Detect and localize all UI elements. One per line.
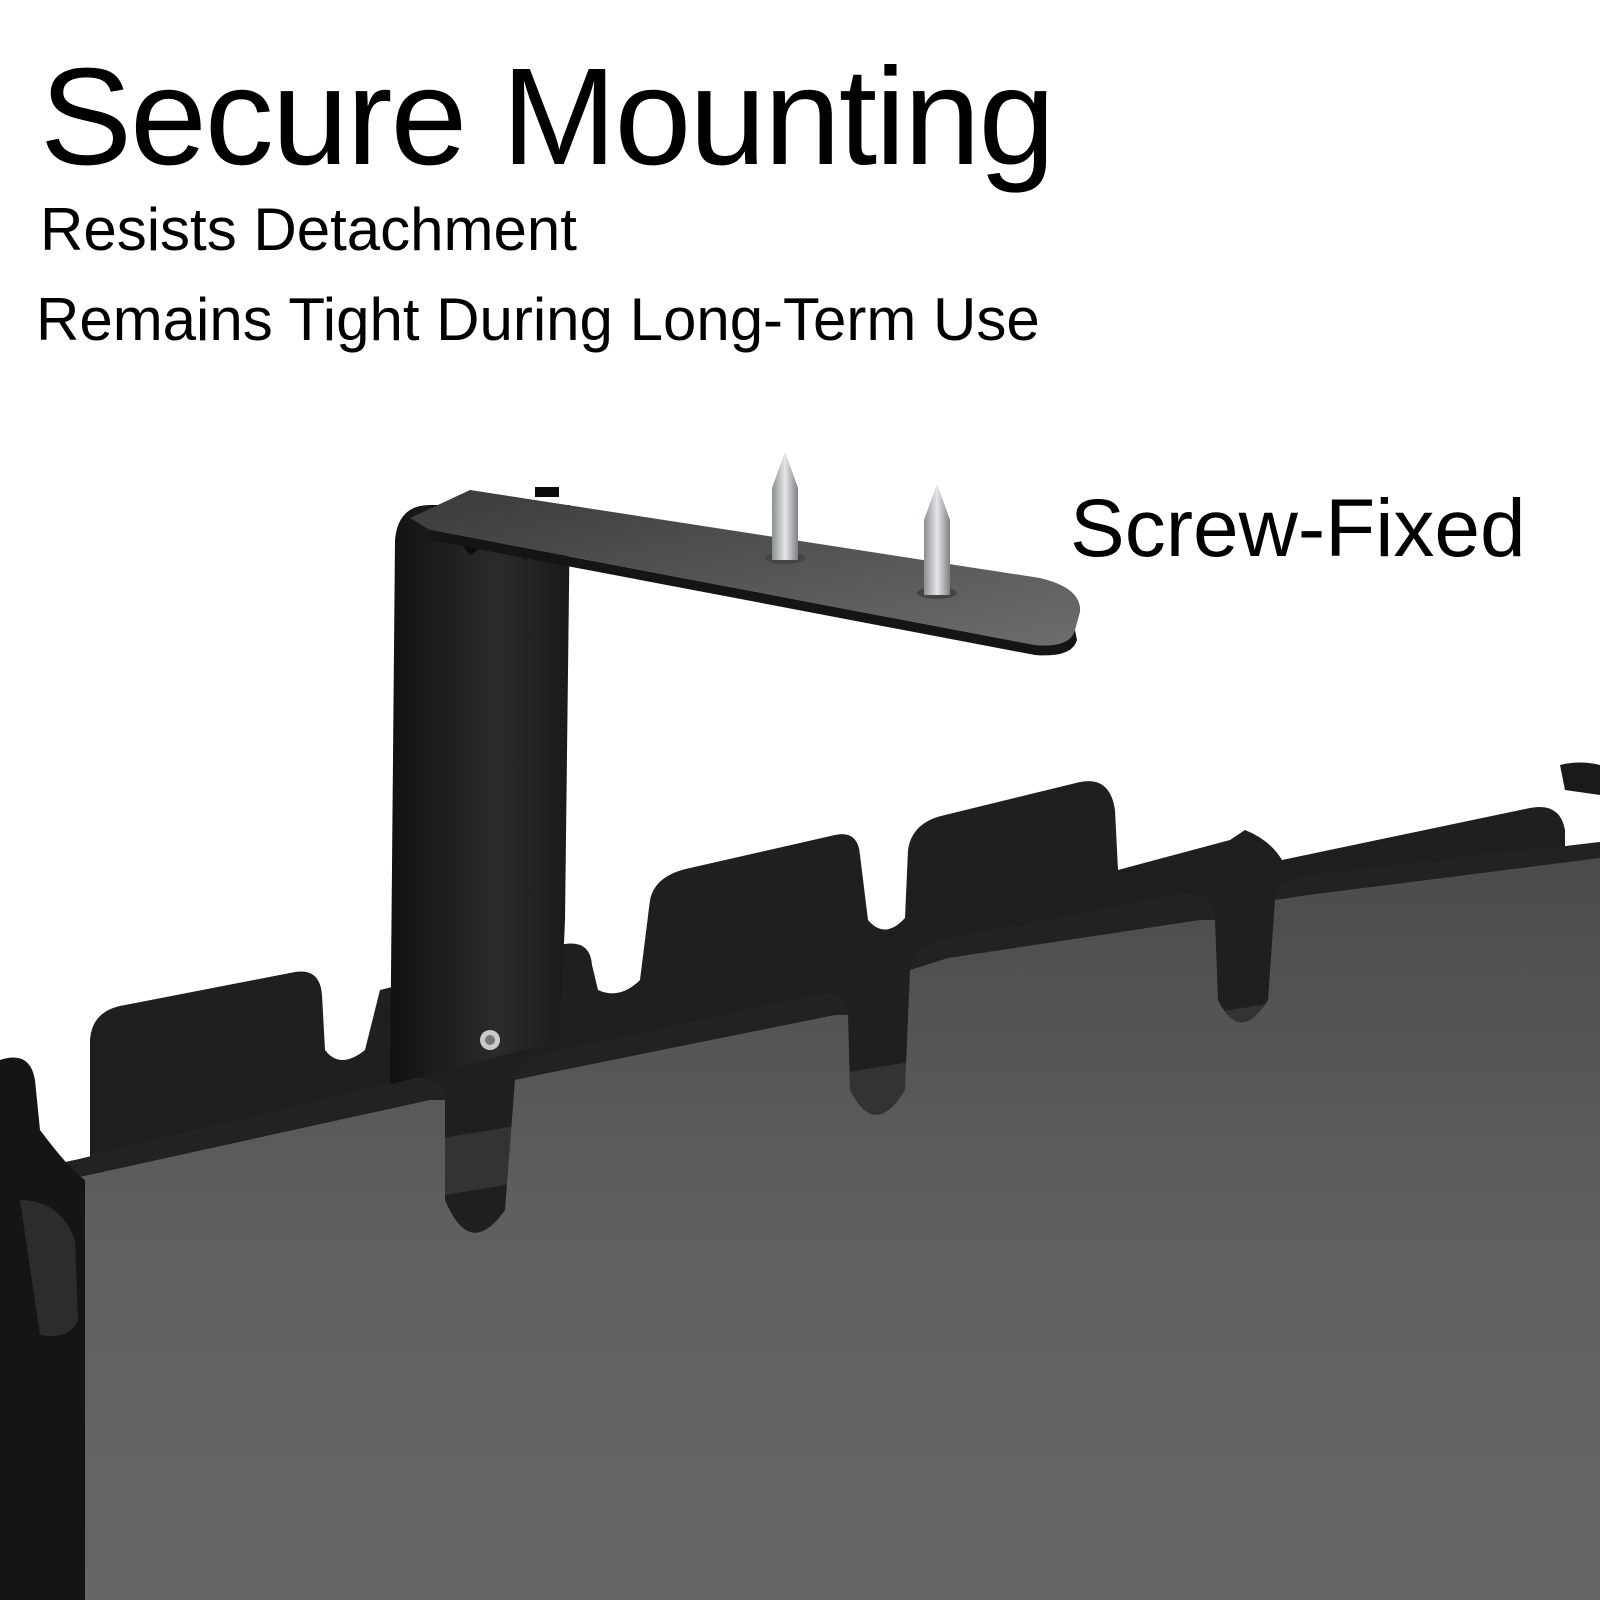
- screw-fixed-callout: Screw-Fixed: [1070, 483, 1526, 574]
- screw-left: [765, 452, 805, 564]
- feature-resists-detachment: Resists Detachment: [40, 196, 577, 263]
- tray-left-end: [0, 1057, 85, 1600]
- feature-remains-tight: Remains Tight During Long-Term Use: [36, 286, 1040, 353]
- headline: Secure Mounting: [40, 40, 1055, 194]
- tray-front-face: [40, 842, 1600, 1600]
- mounting-bracket: [390, 487, 570, 1085]
- screw-right: [917, 484, 957, 599]
- top-mounting-plate: [410, 490, 1081, 656]
- tray-right-tab: [1560, 762, 1600, 795]
